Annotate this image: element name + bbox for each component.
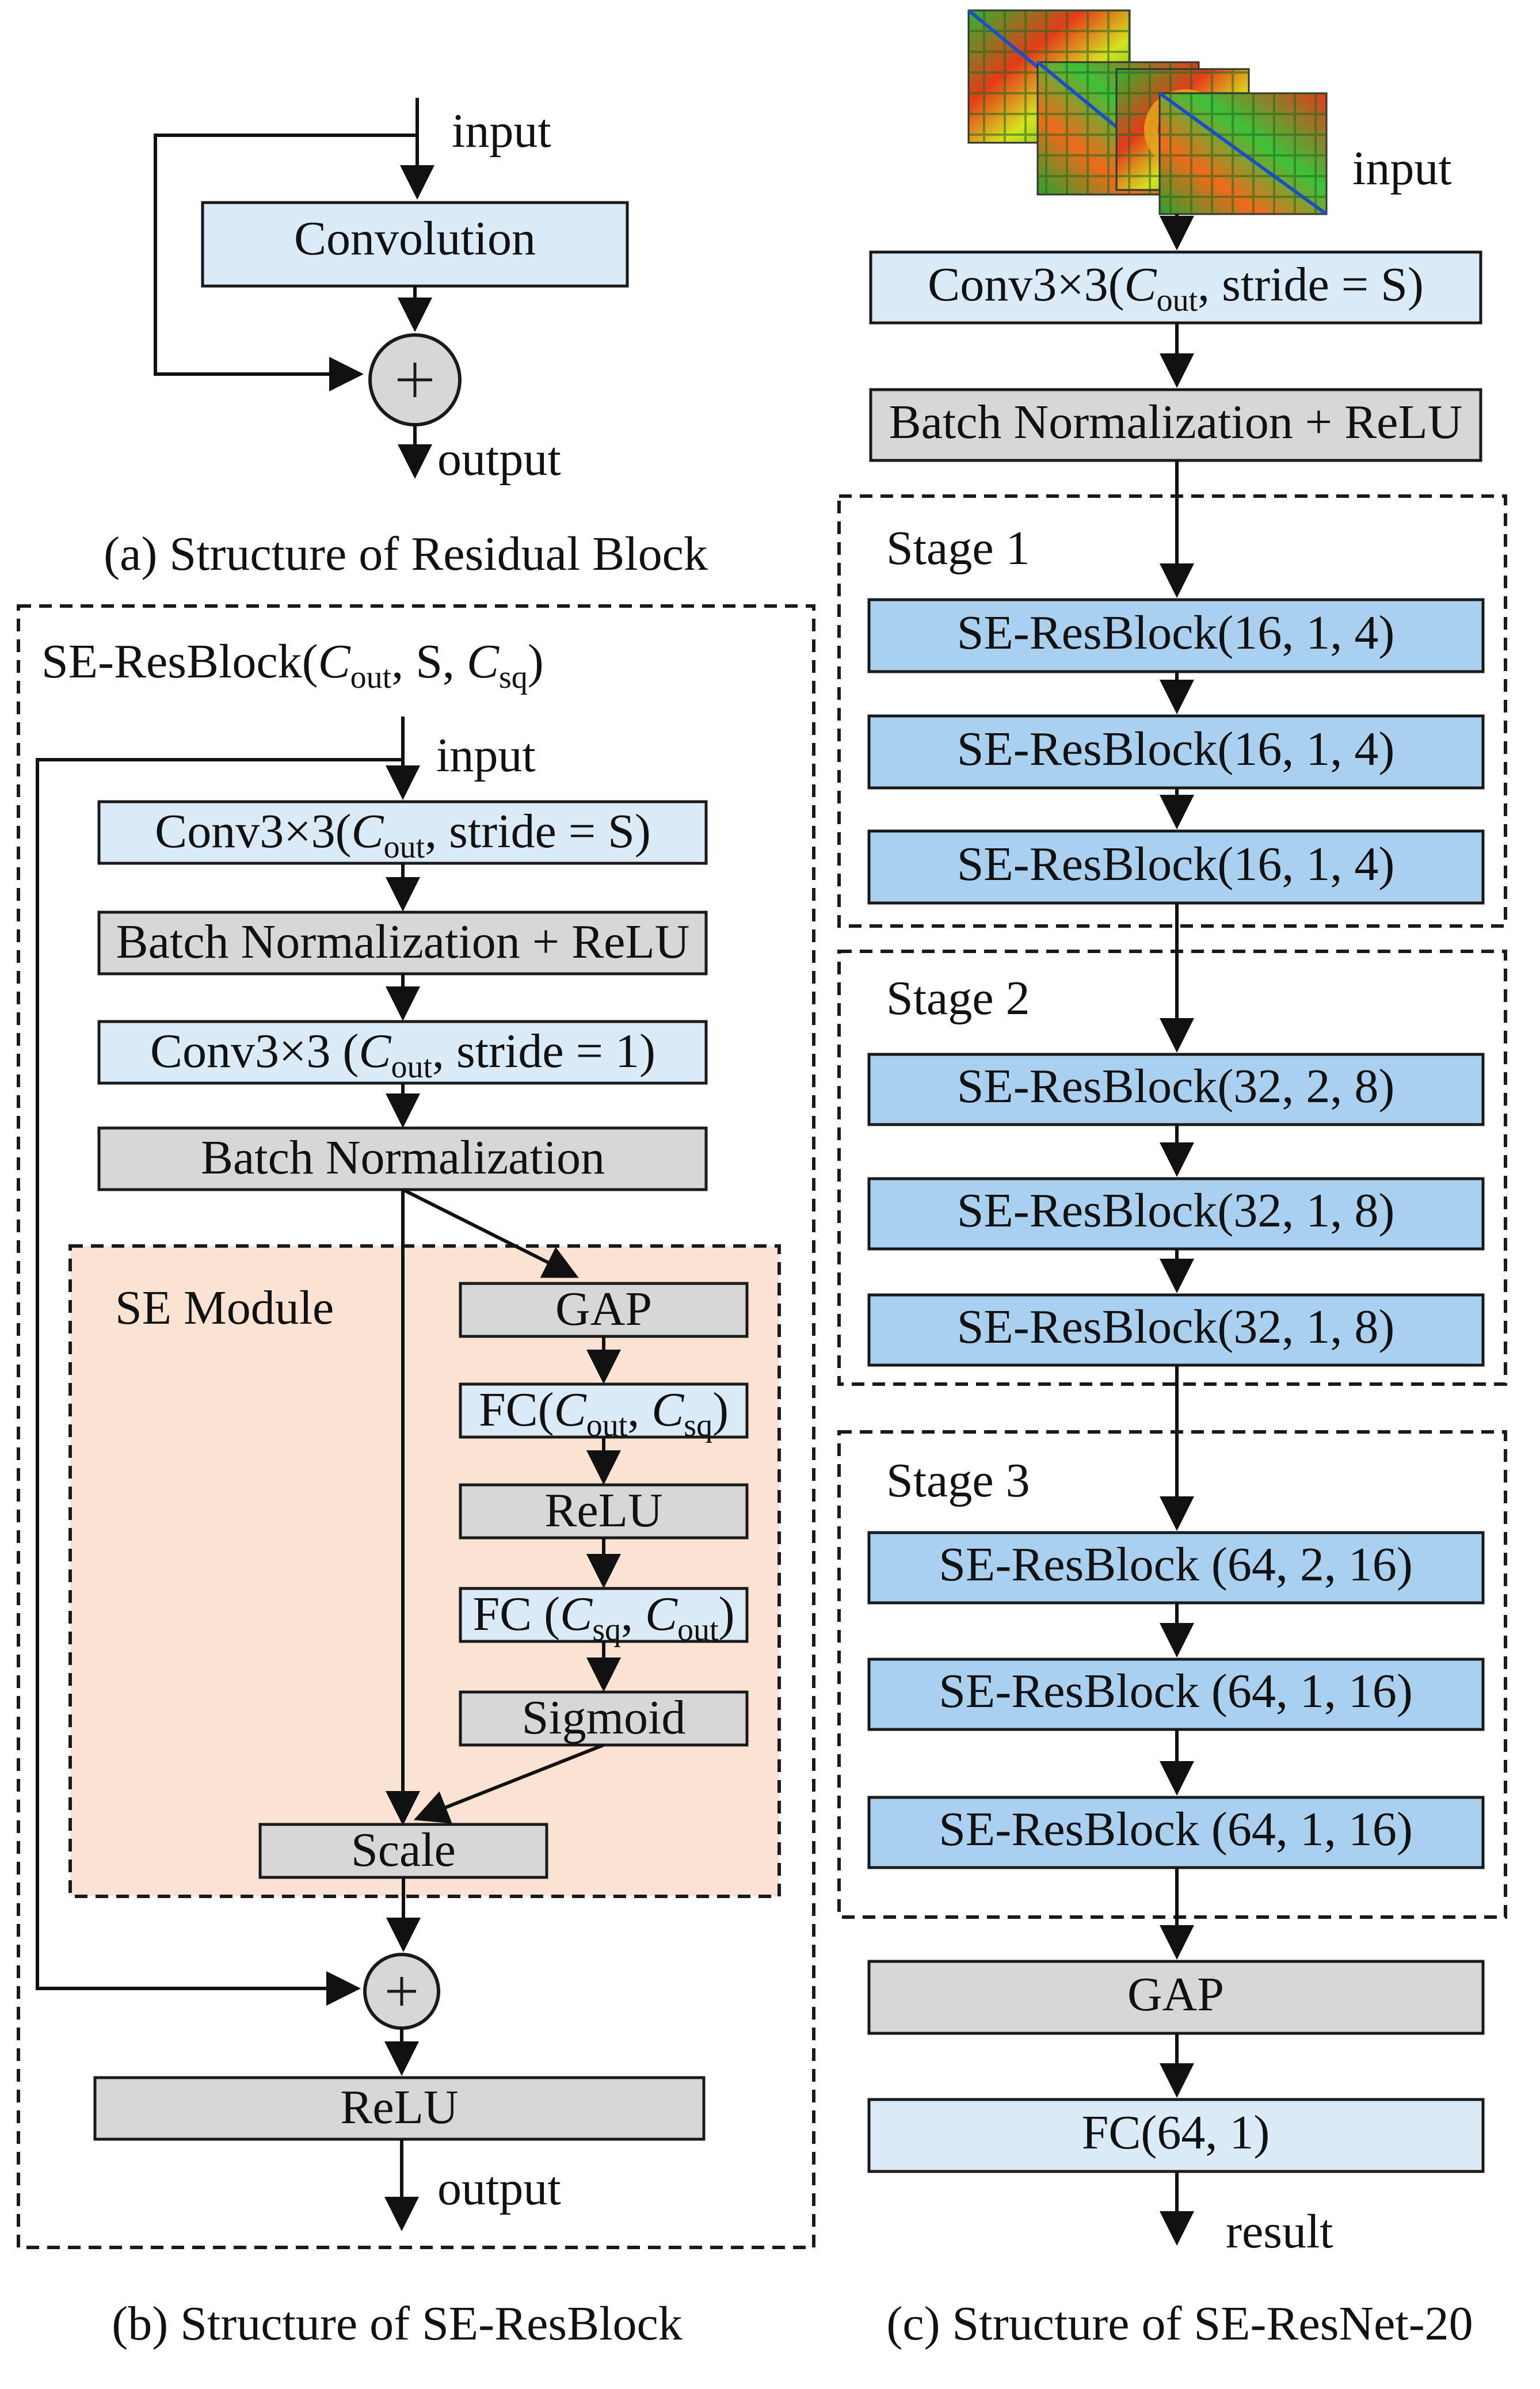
- panel-a-output-label: output: [437, 432, 561, 486]
- panel-c-fc-label: FC(64, 1): [1082, 2106, 1270, 2159]
- panel-b-relu-box: [93, 2076, 706, 2141]
- stage-1-label: Stage 1: [886, 521, 1030, 575]
- panel-b-sigmoid-box: [459, 1690, 749, 1747]
- panel-a-caption: (a) Structure of Residual Block: [104, 527, 708, 581]
- panel-c-caption: (c) Structure of SE-ResNet-20: [886, 2297, 1473, 2350]
- panel-c-conv-label: Conv3×3(Cout, stride = S): [928, 258, 1424, 318]
- stage-2-frame: [837, 950, 1507, 1386]
- panel-b-conv2-label: Conv3×3 (Cout, stride = 1): [150, 1024, 655, 1085]
- stage-1-block-1-label: SE-ResBlock(16, 1, 4): [957, 606, 1395, 660]
- panel-b-input-label: input: [436, 729, 536, 782]
- panel-b-gap-label: GAP: [555, 1282, 652, 1336]
- stage-2-block-1: [867, 1053, 1485, 1126]
- panel-b-bn-box: [97, 1126, 708, 1191]
- stage-3-block-1-label: SE-ResBlock (64, 2, 16): [939, 1538, 1413, 1591]
- stage-3-block-2-label: SE-ResBlock (64, 1, 16): [939, 1664, 1413, 1718]
- panel-b-sigmoid-label: Sigmoid: [522, 1691, 686, 1744]
- stage-2-block-1-label: SE-ResBlock(32, 2, 8): [957, 1060, 1395, 1113]
- panel-b-fc2-box: [459, 1587, 749, 1643]
- panel-a-convolution-label: Convolution: [294, 212, 536, 265]
- stage-2-block-3: [867, 1293, 1485, 1367]
- panel-c-bn-relu-box: [869, 388, 1482, 462]
- panel-a-input-label: input: [452, 104, 551, 158]
- panel-b-output-label: output: [437, 2162, 561, 2215]
- panel-b-relu-inner-box: [459, 1483, 749, 1540]
- panel-c-gap-box: [867, 1960, 1485, 2035]
- panel-b-se-module-frame: [68, 1244, 781, 1898]
- panel-c-se-resnet20: input Conv3×3(Cout, stride = S) Batch No…: [837, 9, 1507, 2350]
- panel-c-conv-box: [869, 250, 1482, 325]
- input-heatmap-image: [967, 9, 1328, 216]
- stage-1-block-1: [867, 598, 1485, 673]
- panel-b-relu-label: ReLU: [340, 2081, 458, 2134]
- panel-b-dashed-frame: [17, 604, 815, 2249]
- panel-c-fc-box: [867, 2098, 1485, 2173]
- panel-b-conv1-label: Conv3×3(Cout, stride = S): [155, 805, 651, 865]
- stage-1-block-2-label: SE-ResBlock(16, 1, 4): [957, 722, 1395, 776]
- stage-3-block-3-label: SE-ResBlock (64, 1, 16): [939, 1803, 1413, 1856]
- stage-3-frame: [837, 1430, 1507, 1919]
- stage-3-block-1: [867, 1531, 1485, 1605]
- panel-b-fc2-label: FC (Csq, Cout): [472, 1587, 734, 1648]
- stage-2-label: Stage 2: [886, 971, 1030, 1025]
- stage-1-block-3: [867, 829, 1485, 905]
- stage-3-block-3: [867, 1796, 1485, 1869]
- panel-b-bn-relu-box: [97, 910, 708, 976]
- panel-b-bn-label: Batch Normalization: [201, 1131, 605, 1184]
- panel-b-fc1-label: FC(Cout, Csq): [479, 1383, 729, 1443]
- stage-1-frame: [837, 494, 1507, 928]
- panel-c-gap-label: GAP: [1127, 1968, 1224, 2021]
- panel-b-se-module-label: SE Module: [115, 1281, 334, 1335]
- panel-b-relu-inner-label: ReLU: [544, 1484, 662, 1537]
- panel-b-scale-label: Scale: [351, 1823, 456, 1877]
- stage-1-block-2: [867, 714, 1485, 790]
- stage-2-block-3-label: SE-ResBlock(32, 1, 8): [957, 1300, 1395, 1354]
- stage-1-block-3-label: SE-ResBlock(16, 1, 4): [957, 837, 1395, 891]
- panel-a-residual-block: input Convolution output (a) Structure o…: [104, 98, 708, 581]
- stage-2-block-2-label: SE-ResBlock(32, 1, 8): [957, 1184, 1395, 1237]
- panel-c-bn-relu-label: Batch Normalization + ReLU: [889, 395, 1463, 449]
- panel-b-caption: (b) Structure of SE-ResBlock: [112, 2297, 682, 2350]
- panel-b-conv1-box: [97, 800, 708, 865]
- panel-b-conv2-box: [97, 1020, 708, 1085]
- stage-3-label: Stage 3: [886, 1454, 1030, 1507]
- panel-b-bn-relu-label: Batch Normalization + ReLU: [116, 915, 690, 969]
- panel-b-scale-box: [258, 1823, 548, 1879]
- panel-b-se-resblock: SE-ResBlock(Cout, S, Csq) input Conv3×3(…: [17, 604, 815, 2350]
- panel-c-result-label: result: [1226, 2205, 1333, 2258]
- panel-c-input-label: input: [1352, 142, 1452, 195]
- panel-b-title: SE-ResBlock(Cout, S, Csq): [41, 635, 544, 695]
- stage-2-block-2: [867, 1177, 1485, 1251]
